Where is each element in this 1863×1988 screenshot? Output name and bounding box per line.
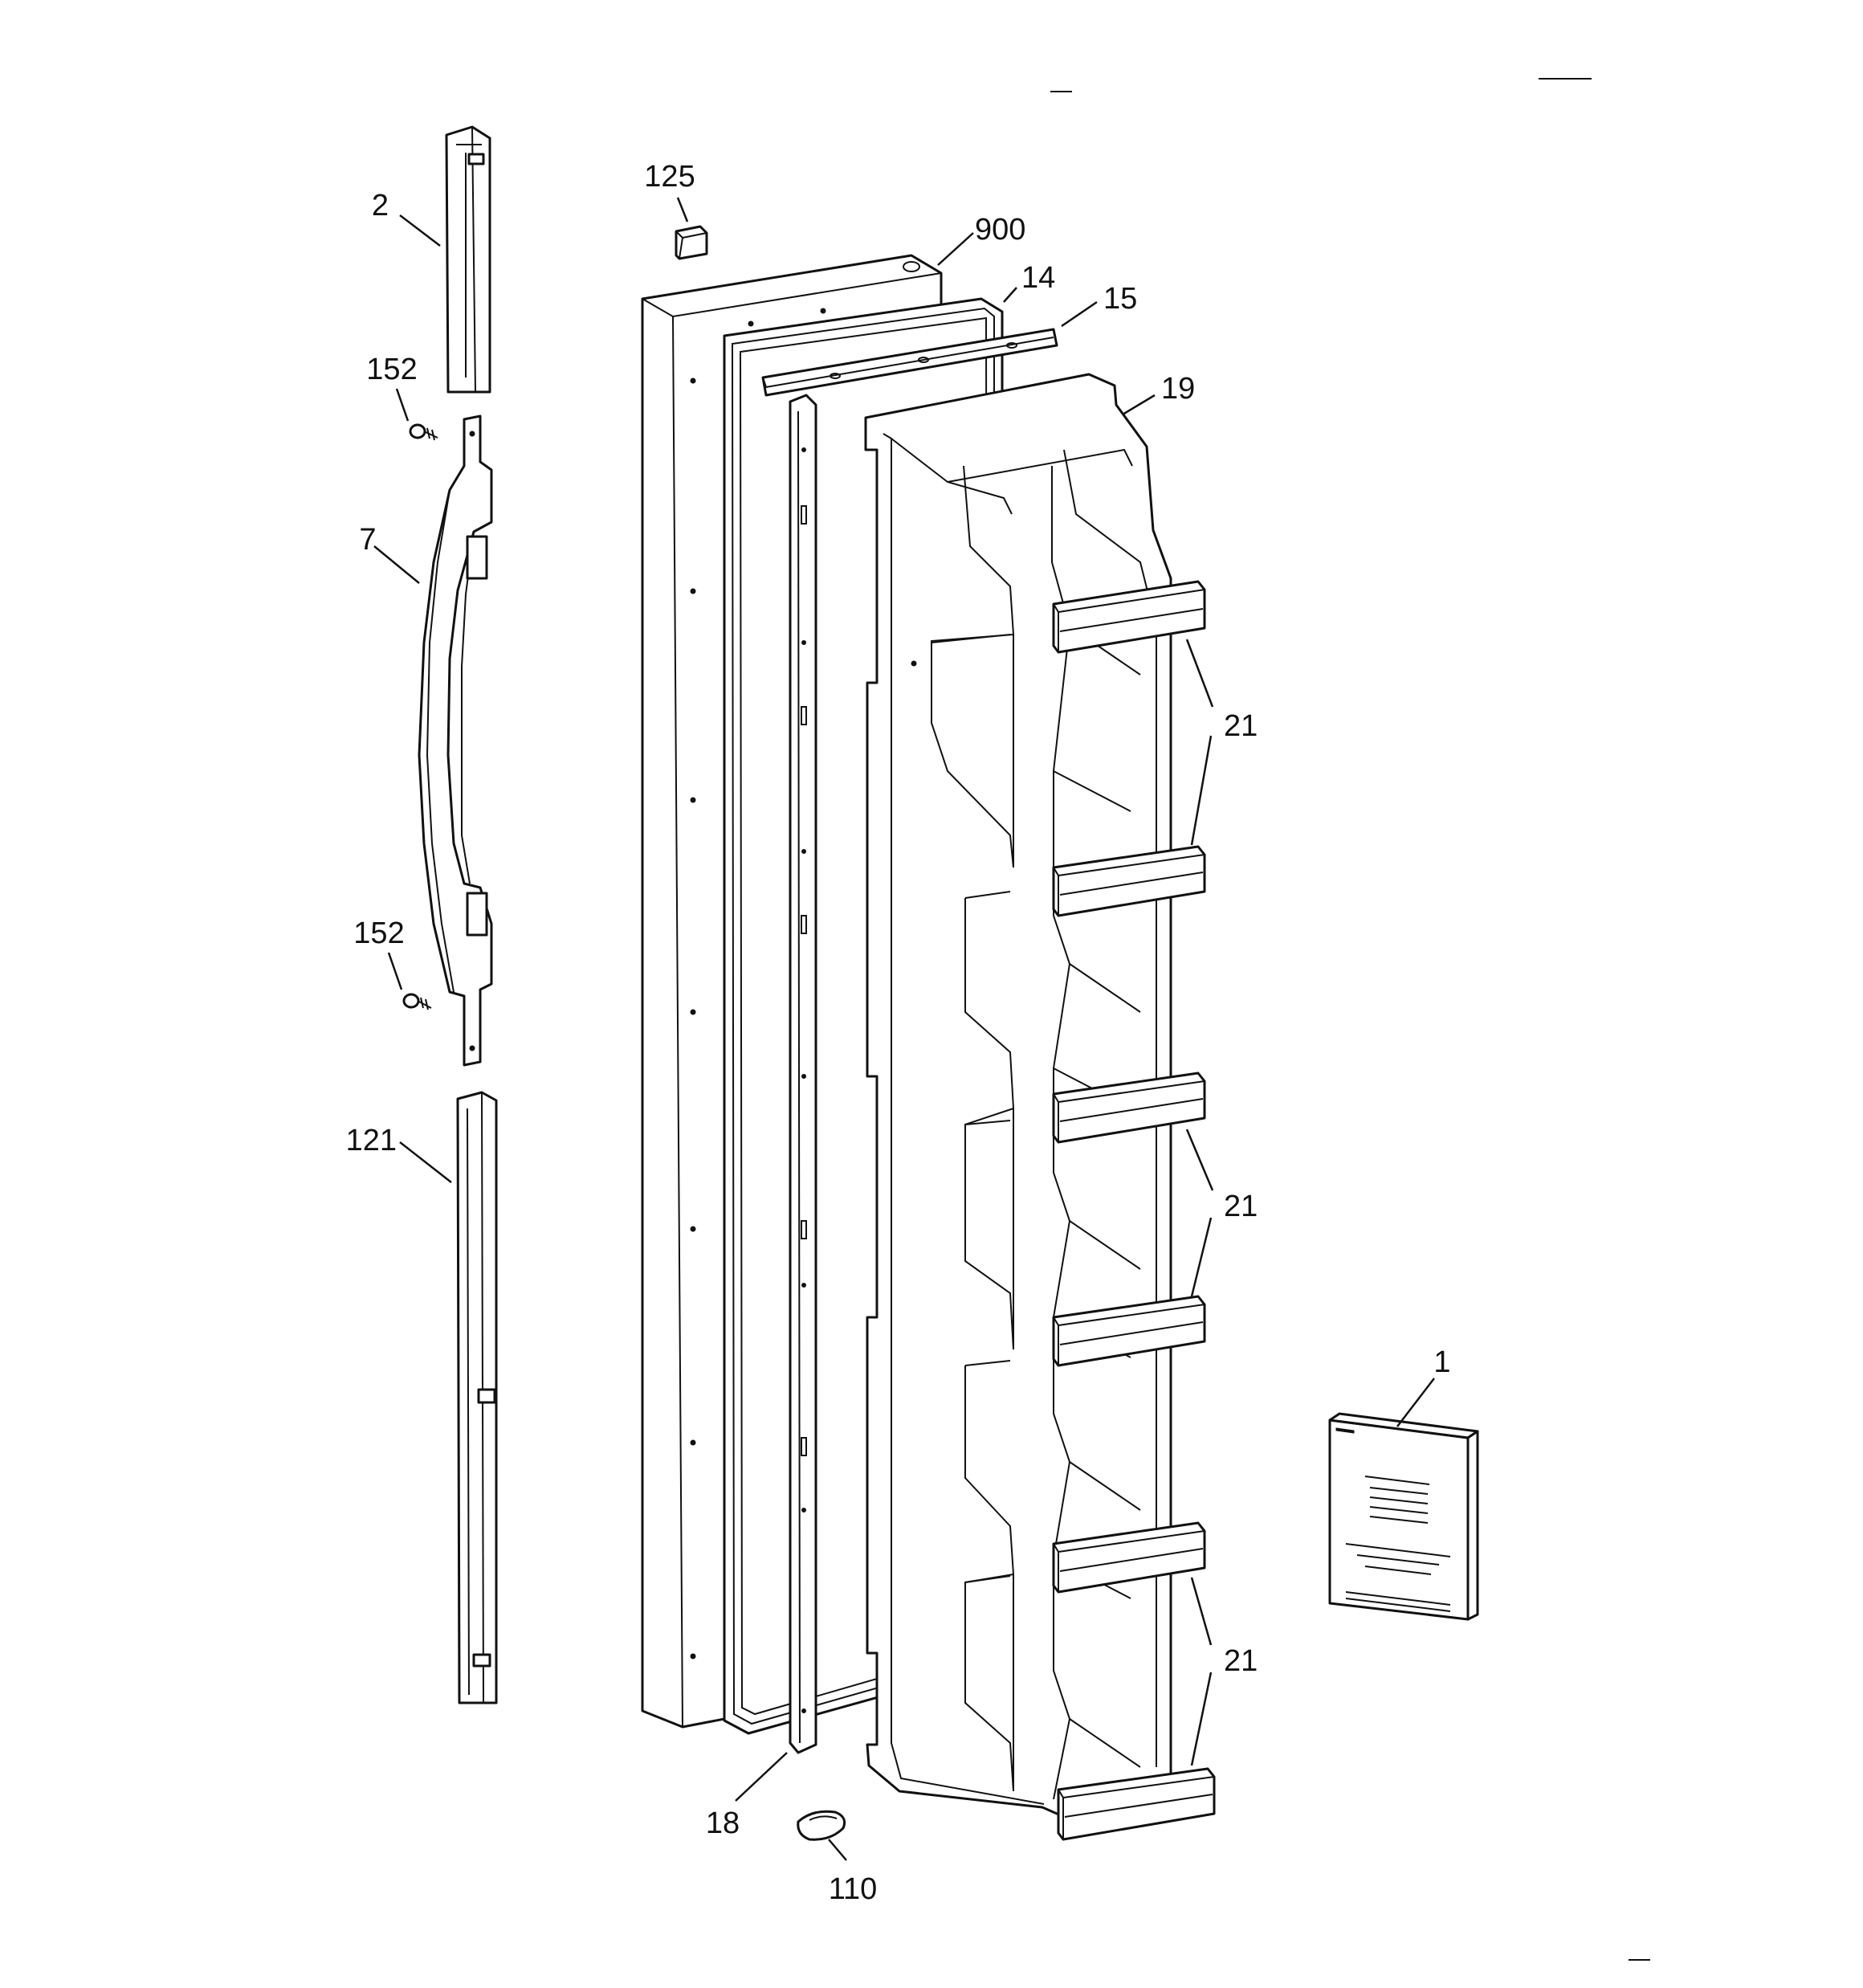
callout-152-lower: 152 bbox=[353, 916, 404, 950]
part-plug-button bbox=[675, 225, 708, 260]
part-handle-bottom-trim bbox=[456, 1091, 498, 1704]
callout-900: 900 bbox=[975, 213, 1025, 247]
part-handle-top-trim bbox=[445, 125, 491, 394]
callout-21-upper: 21 bbox=[1224, 709, 1258, 743]
callout-21-lower: 21 bbox=[1224, 1644, 1258, 1678]
part-owners-manual bbox=[1328, 1412, 1479, 1621]
part-breaker-strip-side bbox=[789, 394, 817, 1754]
callout-125: 125 bbox=[644, 160, 695, 194]
callout-110: 110 bbox=[829, 1872, 878, 1906]
callout-18: 18 bbox=[706, 1806, 740, 1840]
part-door-shelf-5 bbox=[1052, 1521, 1206, 1594]
callout-15: 15 bbox=[1103, 282, 1137, 316]
part-door-shelf-6 bbox=[1057, 1767, 1216, 1841]
page-marks bbox=[1050, 78, 1650, 1961]
part-door-stop-clip bbox=[797, 1810, 846, 1841]
callout-14: 14 bbox=[1021, 261, 1055, 295]
callout-21-middle: 21 bbox=[1224, 1190, 1258, 1223]
part-screw-lower bbox=[402, 993, 432, 1010]
leader-lines bbox=[373, 197, 1435, 1861]
part-door-liner bbox=[864, 373, 1172, 1827]
callout-2: 2 bbox=[372, 189, 389, 222]
part-door-shelf-3 bbox=[1052, 1072, 1206, 1144]
callout-121: 121 bbox=[346, 1124, 397, 1157]
part-breaker-strip-top bbox=[761, 328, 1058, 397]
part-door-handle bbox=[418, 414, 493, 1067]
callout-19: 19 bbox=[1161, 372, 1195, 406]
part-door-shelf-1 bbox=[1052, 580, 1206, 654]
callout-7: 7 bbox=[359, 523, 376, 557]
part-door-shelf-2 bbox=[1052, 845, 1206, 917]
callout-labels: 2 152 7 152 121 125 900 14 15 19 21 21 2… bbox=[346, 160, 1451, 1906]
callout-152-upper: 152 bbox=[366, 353, 417, 386]
part-screw-upper bbox=[409, 423, 438, 441]
callout-1: 1 bbox=[1433, 1345, 1450, 1379]
part-door-shelf-4 bbox=[1052, 1295, 1206, 1367]
